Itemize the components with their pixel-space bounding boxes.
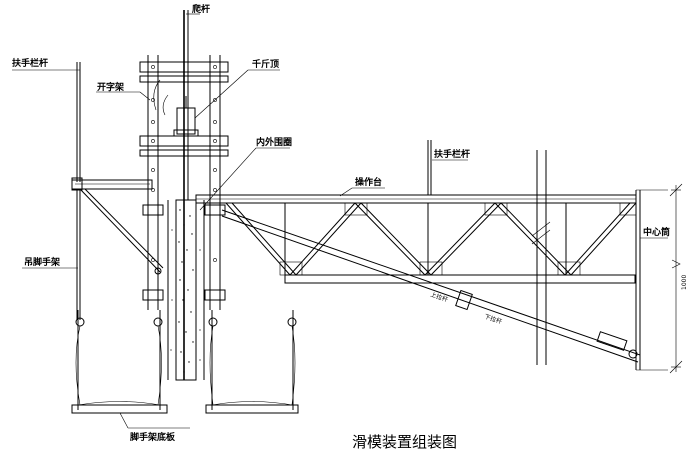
truss-web <box>225 202 637 276</box>
right-handrail <box>427 140 432 195</box>
label-lower-rod: 下拉杆 <box>483 312 503 325</box>
left-handrail <box>76 62 81 320</box>
label-hanging-scaffold: 吊脚手架 <box>24 256 60 268</box>
hanging-scaffold <box>71 310 299 414</box>
wall-section <box>167 199 205 381</box>
vertical-column <box>531 150 551 365</box>
label-scaffold-board: 脚手架底板 <box>130 431 176 443</box>
label-platform: 操作台 <box>355 176 382 188</box>
jack <box>153 79 199 137</box>
label-inner-outer-ring: 内外围圈 <box>256 136 292 148</box>
center-drum <box>635 189 668 371</box>
label-climbing-rod: 爬杆 <box>191 3 210 15</box>
diagram-caption: 滑模装置组装图 <box>352 433 457 451</box>
labels: 爬杆 扶手栏杆 开字架 千斤顶 内外围圈 扶手栏杆 操作台 吊脚手架 中心筒 脚… <box>12 3 670 443</box>
left-outrigger <box>71 177 164 275</box>
label-handrail-right: 扶手栏杆 <box>434 148 470 160</box>
climbing-rod <box>183 10 189 380</box>
label-center-drum: 中心筒 <box>643 226 670 238</box>
label-yoke-frame: 开字架 <box>97 81 124 93</box>
dimension-label: 1000 <box>681 275 688 290</box>
dimension-line: 1000 <box>669 183 688 374</box>
leaders <box>12 13 668 429</box>
tension-rod <box>221 209 641 363</box>
label-jack: 千斤顶 <box>252 58 279 70</box>
label-handrail-left: 扶手栏杆 <box>12 57 48 69</box>
